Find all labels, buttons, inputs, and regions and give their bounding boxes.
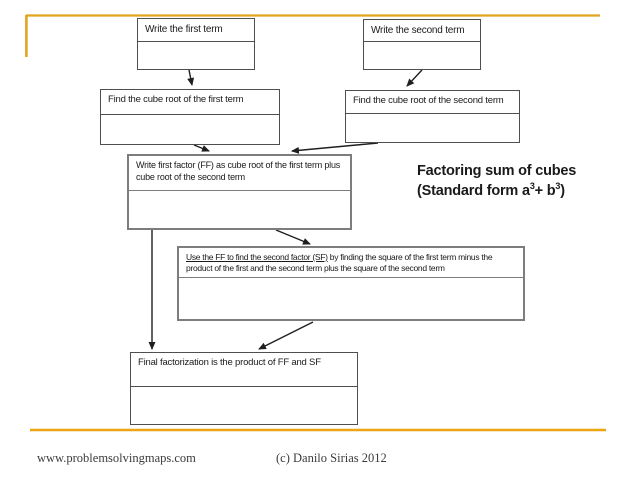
box-first-factor-answer-area [129, 191, 350, 228]
box-write-first-term: Write the first term [137, 18, 255, 70]
arrow-second-term-to-cube-root [406, 69, 423, 87]
box-second-factor-label: Use the FF to find the second factor (SF… [179, 248, 523, 279]
box-second-factor: Use the FF to find the second factor (SF… [177, 246, 525, 321]
exponent-3-first: 3 [529, 180, 535, 191]
arrow-cube-root-first-to-first-factor [193, 144, 210, 152]
box-write-second-term: Write the second term [363, 19, 481, 70]
arrow-cube-root-second-to-first-factor [291, 142, 379, 154]
box-cube-root-second-term-answer-area [346, 114, 519, 142]
box-second-factor-label-underlined: Use the FF to find the second factor (SF… [186, 252, 328, 262]
map-title-line2: (Standard form a3+ b3) [417, 180, 565, 199]
box-cube-root-first-term-answer-area [101, 115, 279, 144]
arrow-second-factor-to-final [258, 321, 314, 350]
box-write-second-term-answer-area [364, 42, 480, 69]
arrow-first-factor-to-second-factor [275, 229, 311, 245]
map-title: Factoring sum of cubes (Standard form a3… [417, 162, 595, 201]
box-final-factorization-answer-area [131, 387, 357, 424]
arrow-first-term-to-cube-root [187, 69, 195, 86]
box-cube-root-second-term-label: Find the cube root of the second term [346, 91, 519, 114]
footer-copyright: (c) Danilo Sirias 2012 [276, 451, 387, 465]
box-write-second-term-label: Write the second term [364, 20, 480, 42]
box-final-factorization: Final factorization is the product of FF… [130, 352, 358, 425]
exponent-3-second: 3 [555, 180, 561, 191]
footer-website: www.problemsolvingmaps.com [37, 451, 196, 465]
box-first-factor: Write first factor (FF) as cube root of … [127, 154, 352, 230]
box-write-first-term-answer-area [138, 42, 254, 69]
box-first-factor-label: Write first factor (FF) as cube root of … [129, 156, 350, 191]
box-second-factor-label-rest: by finding the square of the first term … [186, 252, 493, 274]
map-title-line1: Factoring sum of cubes [417, 163, 577, 179]
box-cube-root-first-term-label: Find the cube root of the first term [101, 90, 279, 115]
box-cube-root-second-term: Find the cube root of the second term [345, 90, 520, 143]
box-final-factorization-label: Final factorization is the product of FF… [131, 353, 357, 387]
box-second-factor-answer-area [179, 278, 523, 319]
box-cube-root-first-term: Find the cube root of the first term [100, 89, 280, 145]
box-write-first-term-label: Write the first term [138, 19, 254, 42]
